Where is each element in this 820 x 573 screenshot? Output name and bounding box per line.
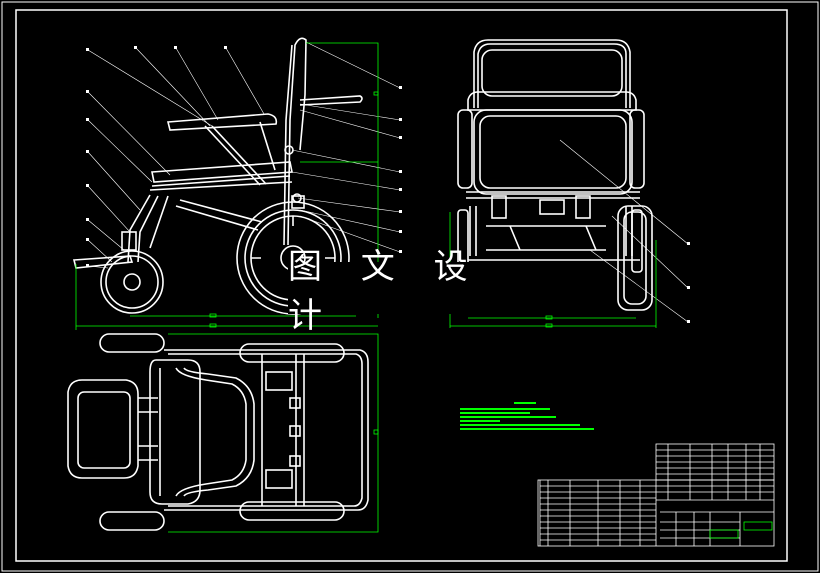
top-front-caster-left [99,333,165,353]
side-view-leaders [87,41,401,269]
front-left-caster [491,195,507,219]
front-rear-wheel-right [617,205,653,311]
watermark-label: 图 文 设 计 [288,247,530,336]
top-seat-front-frame [149,359,201,505]
side-backrest-post [287,37,307,246]
side-front-caster [100,250,164,314]
side-seat [151,161,293,183]
front-view [457,39,653,311]
top-rear-wheel-left [239,343,345,363]
top-view-dimensions [168,333,379,533]
top-view [67,333,369,531]
front-seat-back [473,109,633,195]
side-push-handle [299,95,363,106]
side-footrest [72,255,134,269]
front-view-leaders [559,139,689,323]
front-backrest-cushion [481,49,623,97]
side-rear-wheel [236,201,350,315]
front-view-balloons [687,242,690,323]
title-block [537,443,775,547]
front-right-armrest [629,109,645,189]
side-armrest [166,113,278,131]
front-seat-top [467,91,637,111]
top-rear-wheel-right [239,501,345,521]
front-backrest-frame [473,39,631,108]
front-right-caster [575,195,591,219]
top-front-caster-right [99,511,165,531]
side-view-dimensions [75,42,379,330]
front-left-armrest [457,109,473,189]
inner-sheet-frame [15,9,788,562]
technical-notes [460,402,594,430]
title-block-highlight [709,521,773,539]
side-caster-fork [121,231,137,251]
top-footrest [67,379,139,479]
side-view-balloons [86,46,402,267]
